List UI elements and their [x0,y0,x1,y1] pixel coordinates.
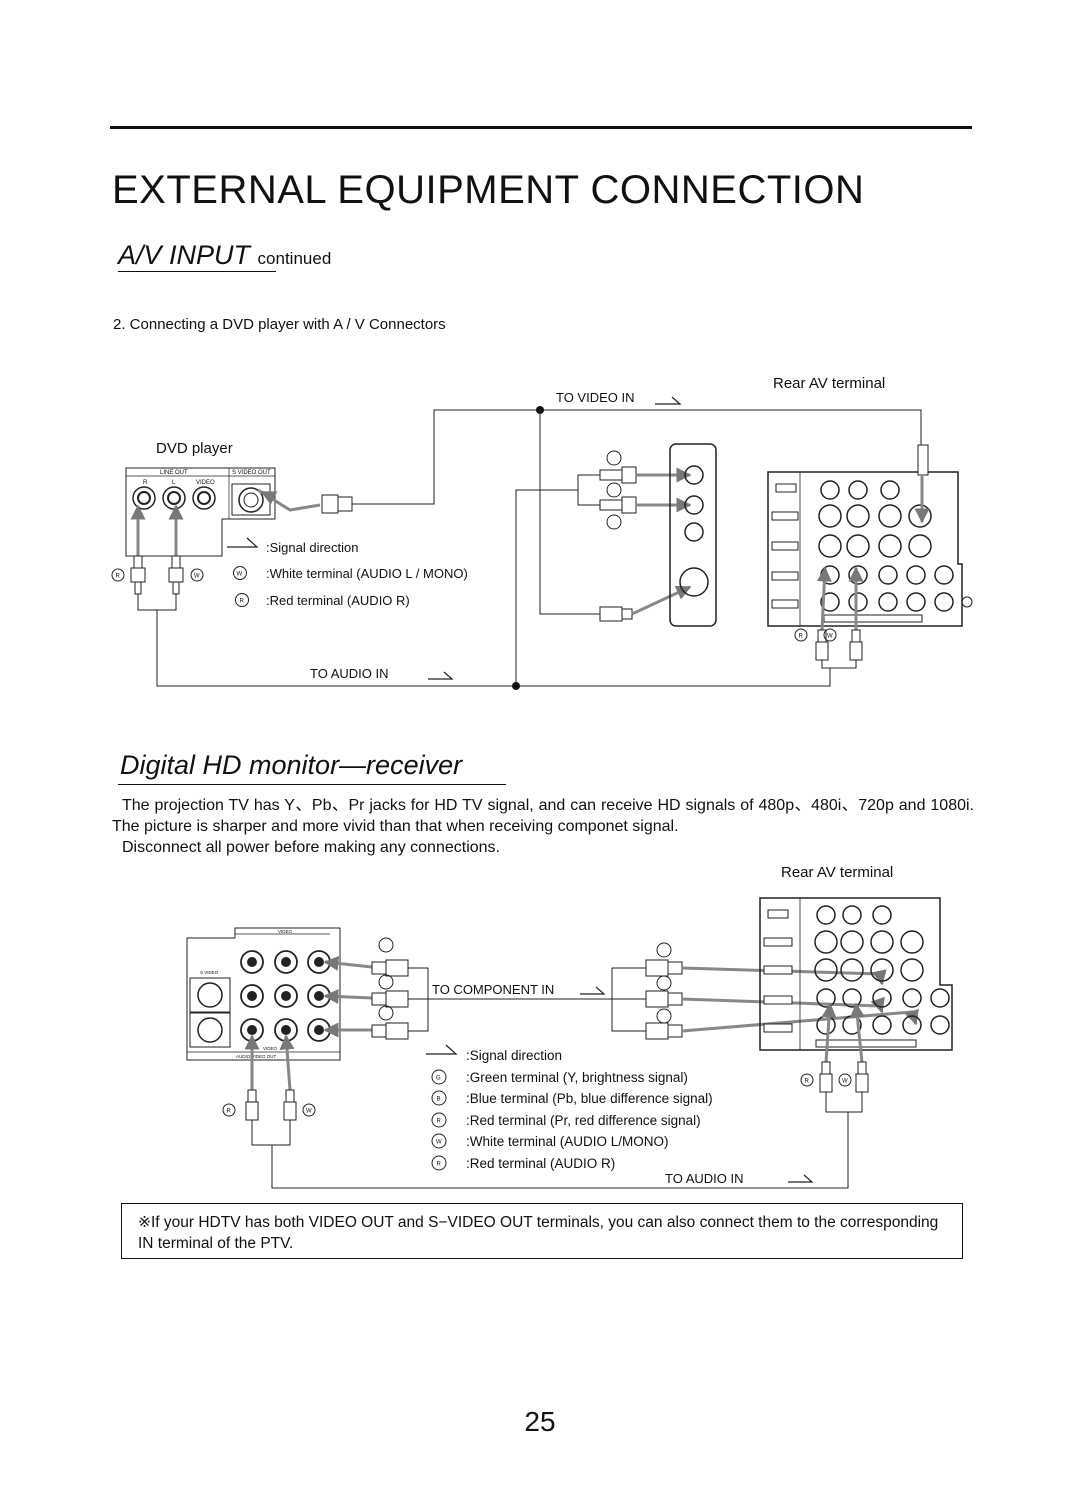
to-component-in-label: TO COMPONENT IN [432,982,555,997]
audio-video-out-label: AUDIO/VIDEO OUT [236,1054,277,1059]
section-title: A/V INPUT [118,240,251,270]
legend-red-audio-terminal: :Red terminal (AUDIO R) [466,1156,616,1171]
to-video-in-label: TO VIDEO IN [556,390,635,405]
jack-r-label: R [143,480,148,486]
jack-r [132,486,156,510]
svg-text:R: R [227,1109,232,1115]
s-video-jack [231,483,271,516]
component-plugs-right [645,942,683,1040]
hd-source-panel: VIDEO S VIDEO VIDEO AUDIO/VIDEO OUT [186,927,341,1061]
jack-l-label: L [172,480,176,486]
page-number: 25 [524,1406,556,1437]
section-underline [118,271,276,272]
legend-white-terminal-2: :White terminal (AUDIO L/MONO) [466,1134,669,1149]
svg-text:W: W [436,1140,442,1146]
svg-text:R: R [116,574,121,580]
source-plug-w [283,1089,297,1121]
s-video-label: S VIDEO [200,970,219,975]
to-audio-in-label-2: TO AUDIO IN [665,1171,744,1186]
plug-label-w-1: W [190,568,204,582]
video-top-label: VIDEO [278,929,293,934]
diagram-2: VIDEO S VIDEO VIDEO AUDIO/VIDEO OUT [186,897,953,1189]
rear-plug-w-2 [855,1061,869,1093]
section-heading-av-input: A/V INPUT continued [118,240,331,271]
side-panel [669,443,717,627]
diagram-1: LINE OUT S VIDEO OUT R L VIDEO R W [111,396,973,690]
svg-text:W: W [827,634,833,640]
section-heading-hd-monitor: Digital HD monitor—receiver [120,750,463,780]
rear-label-w-1: W [823,628,837,642]
svg-text:W: W [306,1109,312,1115]
legend-green-terminal: :Green terminal (Y, brightness signal) [466,1070,688,1085]
description-line-1: The projection TV has Y、Pb、Pr jacks for … [112,797,974,835]
rear-terminal-1 [767,444,973,627]
source-label-r: R [222,1103,236,1117]
dvd-player-label: DVD player [156,440,233,457]
description-paragraph: The projection TV has Y、Pb、Pr jacks for … [112,795,974,858]
jack-video [192,486,216,510]
rear-label-r-1: R [794,628,808,642]
rear-label-r-2: R [800,1073,814,1087]
svg-text:R: R [437,1162,442,1168]
to-audio-in-label-1: TO AUDIO IN [310,666,389,681]
section-suffix: continued [257,249,332,268]
rear-av-terminal-label-2: Rear AV terminal [781,864,894,881]
note-box: ※If your HDTV has both VIDEO OUT and S−V… [121,1203,963,1259]
rear-plug-w-1 [849,629,863,661]
line-out-label: LINE OUT [160,470,188,476]
legend-signal-direction-1: :Signal direction [266,540,359,555]
source-plug-r [245,1089,259,1121]
svg-text:B: B [437,1097,441,1103]
top-rule [110,126,972,129]
jack-video-label: VIDEO [196,480,215,486]
rear-av-terminal-label-1: Rear AV terminal [773,375,886,392]
legend-symbol-g: G [431,1069,447,1085]
legend-symbol-b: B [431,1090,447,1106]
legend-signal-direction-2: :Signal direction [466,1048,563,1063]
svg-text:R: R [437,1119,442,1125]
step-heading: 2. Connecting a DVD player with A / V Co… [113,316,446,333]
legend-blue-terminal: :Blue terminal (Pb, blue difference sign… [466,1091,713,1106]
audio-plug-r [130,555,146,595]
legend-symbol-r-pr: R [431,1112,447,1128]
legend-symbol-w-2: W [431,1133,447,1149]
s-video-out-label: S VIDEO OUT [232,470,271,476]
rear-plug-r-1 [815,629,829,661]
source-label-w: W [302,1103,316,1117]
plug-label-r-1: R [111,568,125,582]
legend-symbol-r-1: R [235,593,249,607]
svg-text:R: R [799,634,804,640]
video-bottom-label: VIDEO [263,1046,278,1051]
audio-plug-w [168,555,184,595]
legend-red-pr-terminal: :Red terminal (Pr, red difference signal… [466,1113,701,1128]
section-underline [118,784,506,785]
s-video-plug-dvd [321,494,353,514]
svg-text:W: W [842,1079,848,1085]
rear-plug-r-2 [819,1061,833,1093]
svg-text:G: G [436,1076,441,1082]
description-line-2: Disconnect all power before making any c… [122,839,500,856]
legend-red-terminal-1: :Red terminal (AUDIO R) [266,593,410,608]
svg-text:W: W [237,572,243,578]
svg-text:W: W [194,574,200,580]
page-title: EXTERNAL EQUIPMENT CONNECTION [112,168,865,212]
note-text: ※If your HDTV has both VIDEO OUT and S−V… [138,1214,939,1252]
jack-l [162,486,186,510]
svg-text:R: R [805,1079,810,1085]
svg-text:R: R [240,599,245,605]
component-plugs-left [371,937,409,1040]
legend-white-terminal-1: :White terminal (AUDIO L / MONO) [266,566,468,581]
legend-symbol-w-1: W [233,566,247,580]
rear-label-w-2: W [838,1073,852,1087]
middle-plug-group-1 [512,450,637,690]
legend-symbol-r-audio: R [431,1155,447,1171]
